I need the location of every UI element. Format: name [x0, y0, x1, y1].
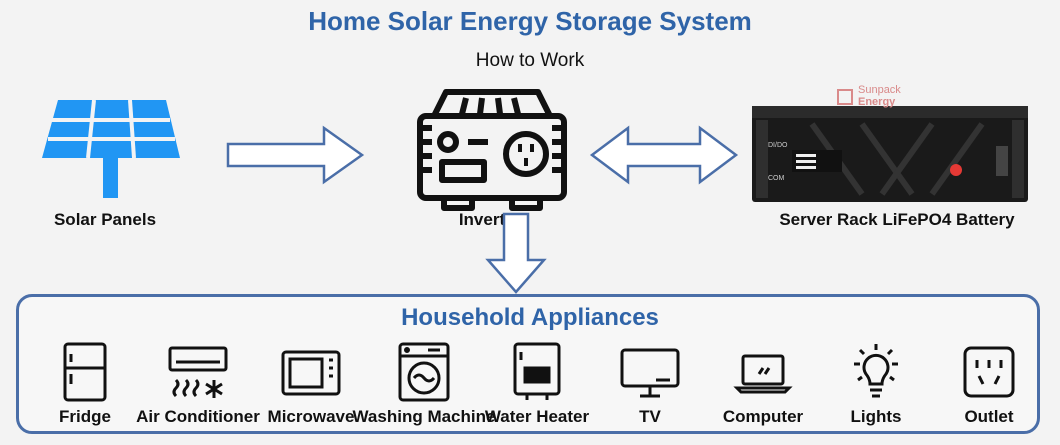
appliance-washing-machine: Washing Machine: [353, 340, 495, 430]
inverter-icon: [417, 89, 567, 211]
appliances-title: Household Appliances: [401, 304, 659, 331]
solar-panel-icon: [42, 99, 180, 198]
appliance-fridge: Fridge: [30, 340, 140, 430]
appliance-computer: Computer: [708, 340, 818, 430]
air-conditioner-icon: [168, 346, 228, 398]
appliance-label: Water Heater: [484, 407, 590, 426]
battery-brand-bottom: Energy: [858, 96, 896, 108]
double-arrow: [589, 125, 739, 185]
appliance-label: Microwave: [267, 407, 355, 426]
appliance-label: Computer: [722, 407, 804, 426]
battery-port-1: DI/DO: [768, 142, 788, 149]
arrow-right: [226, 125, 365, 185]
appliances-panel: [16, 294, 1040, 434]
battery-port-2: COM: [768, 175, 785, 182]
appliance-lights: Lights: [821, 340, 931, 430]
appliance-outlet: Outlet: [934, 340, 1044, 430]
appliance-label: Lights: [850, 407, 902, 426]
battery-brand-top: Sunpack: [858, 84, 901, 96]
appliance-water-heater: Water Heater: [482, 340, 592, 430]
tv-icon: [620, 348, 680, 398]
appliance-label: TV: [639, 407, 661, 426]
diagram-title: Home Solar Energy Storage System: [308, 6, 752, 36]
water-heater-icon: [513, 342, 561, 400]
appliance-label: Outlet: [964, 407, 1014, 426]
appliance-label: Fridge: [59, 407, 111, 426]
fridge-icon: [63, 342, 107, 402]
computer-icon: [733, 354, 793, 394]
solar-label: Solar Panels: [53, 210, 157, 229]
diagram-subtitle: How to Work: [475, 50, 585, 71]
appliance-microwave: Microwave: [256, 340, 366, 430]
microwave-icon: [281, 350, 341, 396]
battery-rack-image: [752, 89, 1028, 202]
lightbulb-icon: [854, 344, 898, 398]
appliance-air-conditioner: Air Conditioner: [136, 340, 260, 430]
outlet-icon: [963, 346, 1015, 398]
washing-machine-icon: [398, 342, 450, 402]
arrow-down: [485, 212, 547, 294]
appliance-label: Air Conditioner: [136, 407, 260, 426]
appliance-label: Washing Machine: [352, 407, 496, 426]
appliance-tv: TV: [595, 340, 705, 430]
battery-label: Server Rack LiFePO4 Battery: [779, 210, 1015, 229]
